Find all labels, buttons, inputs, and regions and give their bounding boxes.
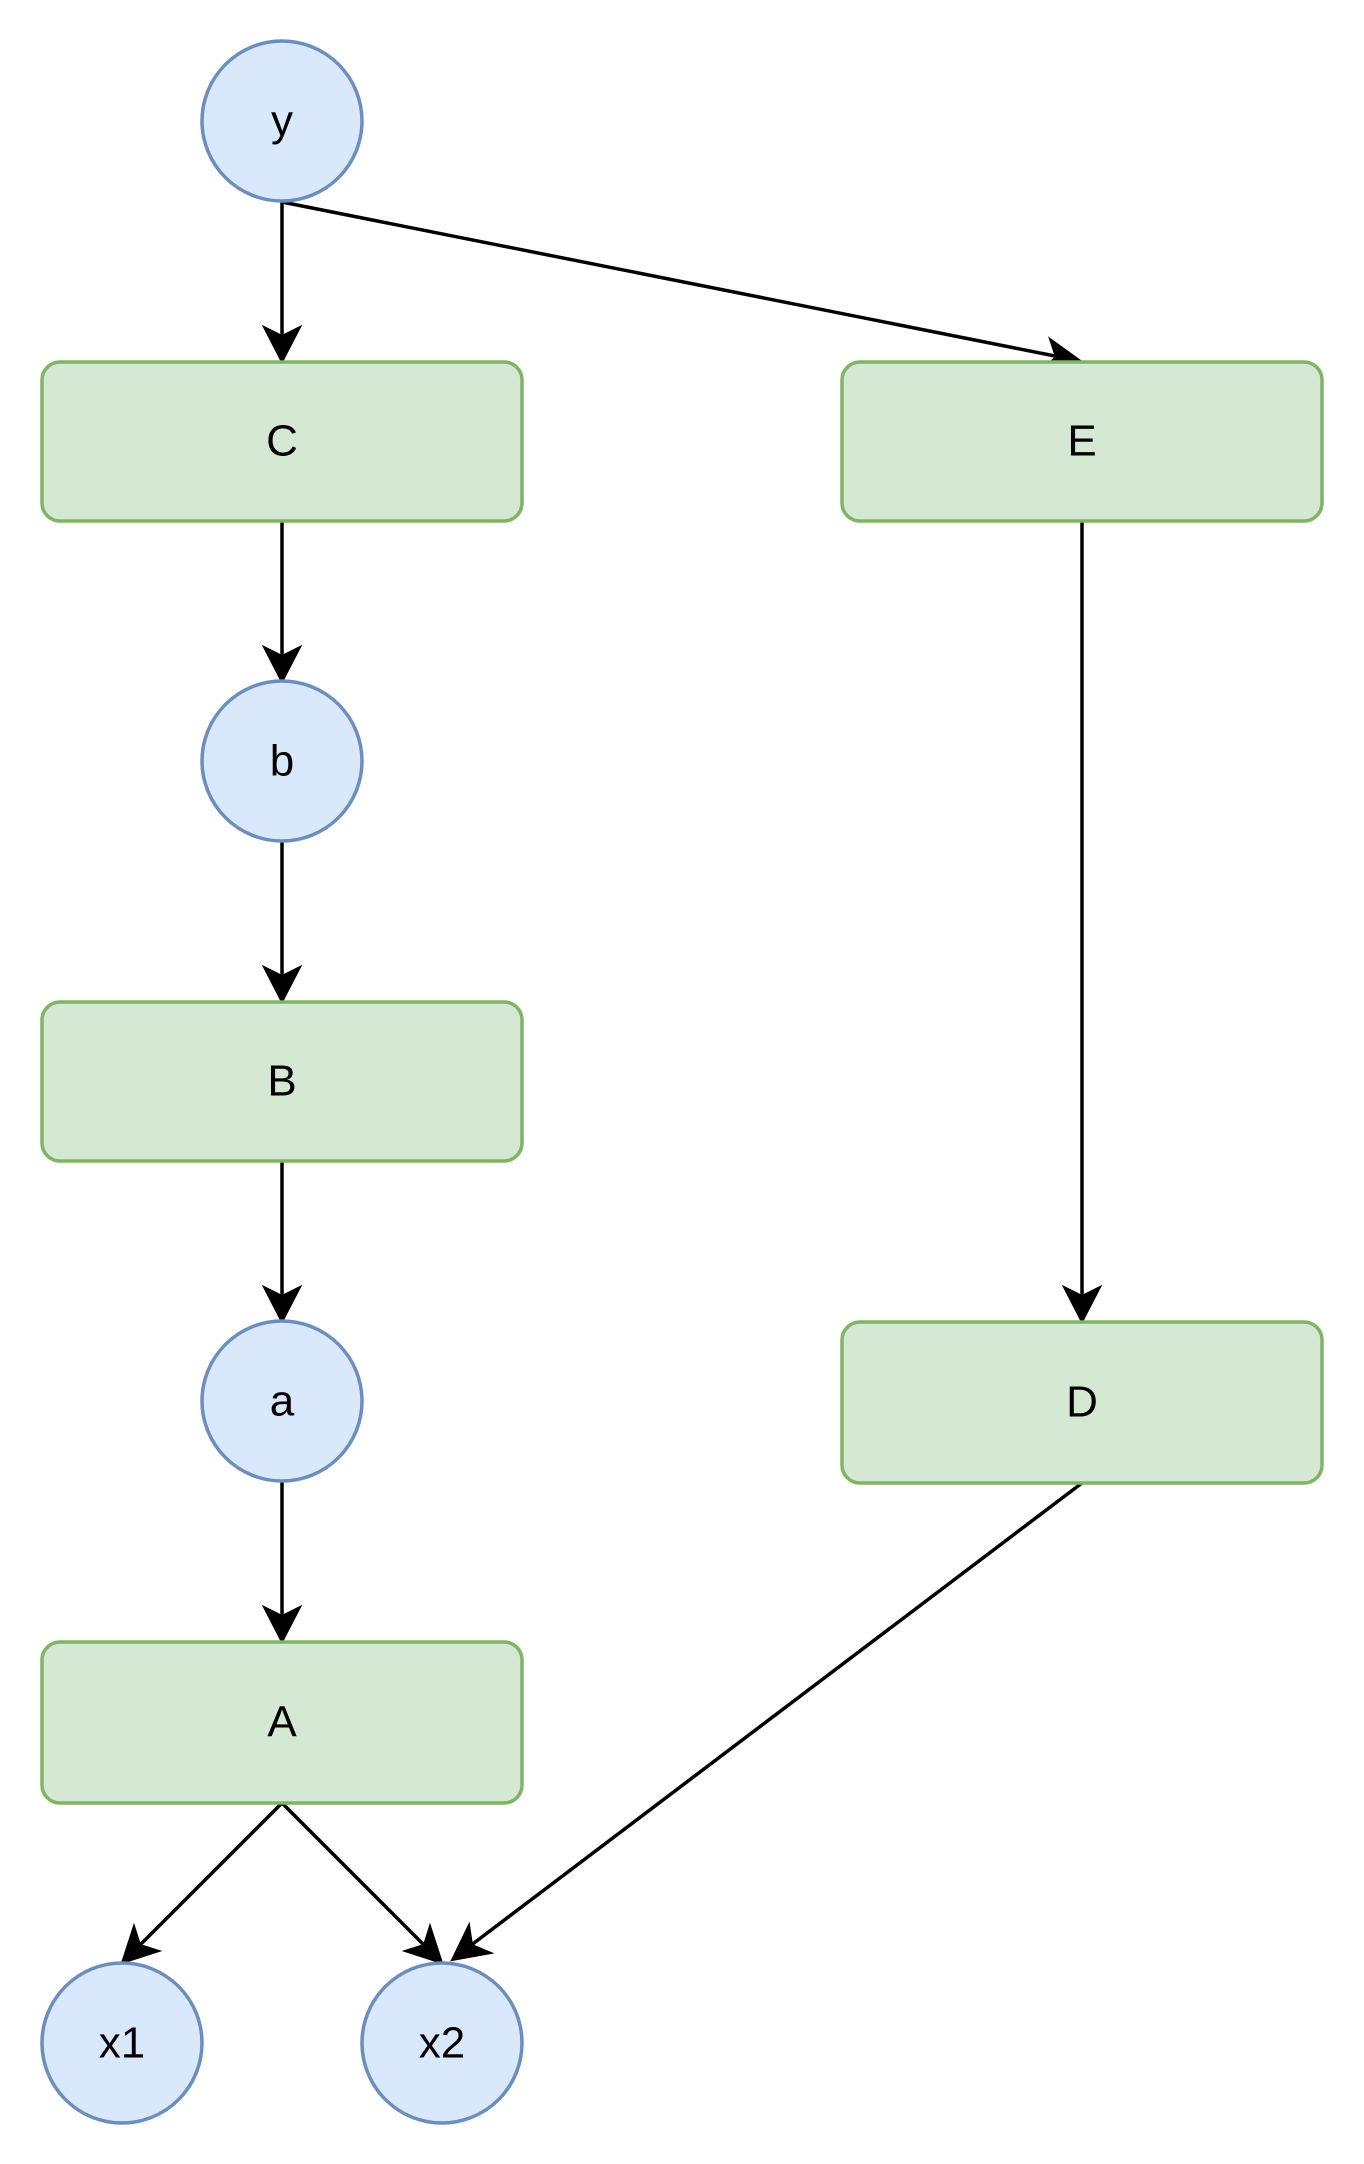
edge-c-to-b [261,521,303,685]
circle-node-shape [360,1961,524,2125]
node-y: y [200,39,364,203]
rect-node-shape [40,360,524,523]
rect-node-shape [40,1640,524,1805]
edge-biga-to-x1 [120,1801,284,1965]
rect-node-shape [840,360,1324,523]
node-a: a [200,1319,364,1483]
rect-node-shape [40,1000,524,1163]
circle-node-shape [200,679,364,843]
edge-e-to-d [1061,521,1103,1325]
node-bigb-label: B [267,1057,296,1106]
node-x1: x1 [40,1961,204,2125]
edge-y-to-e [281,200,1085,371]
node-d-label: D [1066,1378,1098,1427]
edge-b-to-bigb [261,841,303,1005]
node-y-label: y [271,97,293,146]
circle-node-shape [200,1319,364,1483]
edge-bigb-to-a [261,1161,303,1325]
node-d: D [840,1320,1324,1485]
node-x2-label: x2 [419,2019,465,2068]
node-e: E [840,360,1324,523]
edge-y-to-c [261,202,303,365]
node-x2: x2 [360,1961,524,2125]
node-c: C [40,360,524,523]
node-b: b [200,679,364,843]
node-biga-label: A [267,1698,297,1747]
node-a-label: a [270,1377,295,1426]
node-c-label: C [266,417,298,466]
edge-biga-to-x2 [280,1801,444,1965]
nodes-layer: y C E b B [40,39,1324,2125]
node-b-label: b [270,737,294,786]
node-biga: A [40,1640,524,1805]
edge-d-to-x2 [450,1481,1084,1962]
circle-node-shape [40,1961,204,2125]
circle-node-shape [200,39,364,203]
node-e-label: E [1067,417,1096,466]
node-x1-label: x1 [99,2019,145,2068]
rect-node-shape [840,1320,1324,1485]
node-bigb: B [40,1000,524,1163]
edge-a-to-biga [261,1481,303,1645]
